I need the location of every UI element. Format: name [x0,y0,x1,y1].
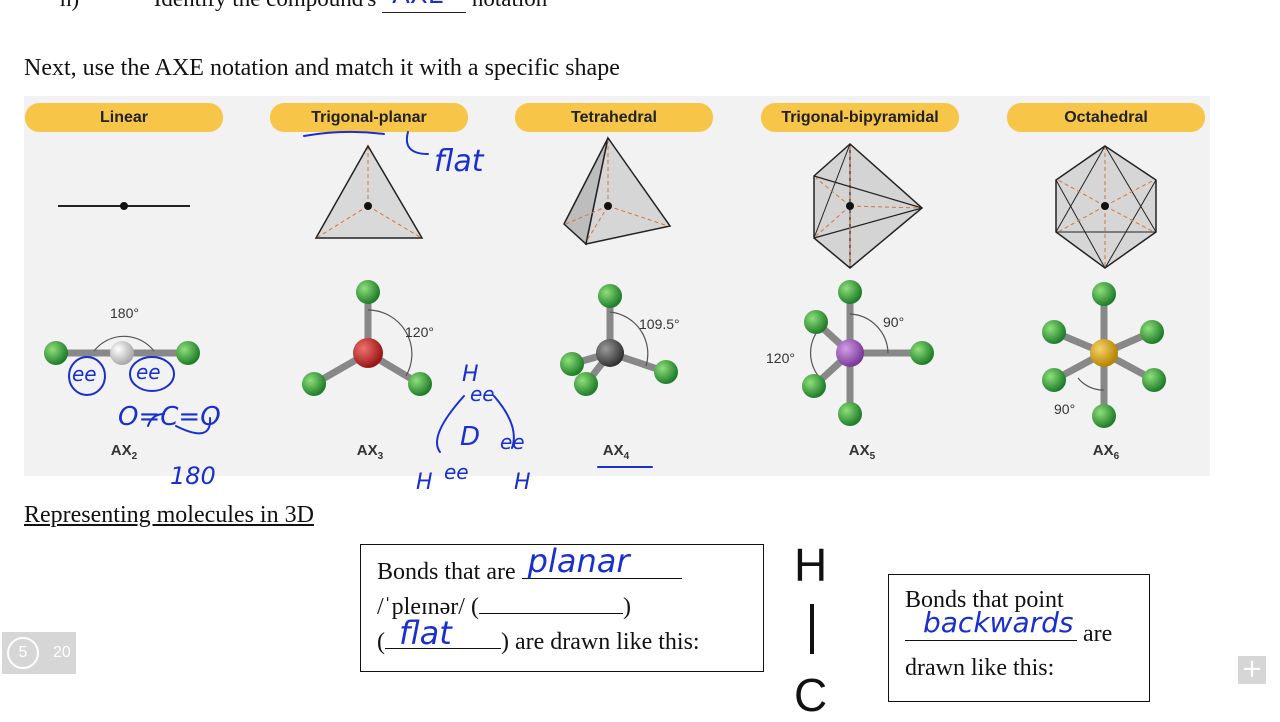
current-slide: 5 [7,637,39,669]
intro-text: Next, use the AXE notation and match it … [24,55,620,81]
octahedral-geometry [1055,145,1157,269]
axe-label-tbp: AX5 [848,442,876,462]
box1-blank1: planar [521,544,682,579]
section-title: Representing molecules in 3D [24,502,314,528]
label-tetrahedral: Tetrahedral [515,103,713,132]
planar-bonds-box: Bonds that are planar /ˈpleɪnər/ () (fla… [360,544,764,672]
answer-blank: AXE [382,0,467,13]
box2-line1: Bonds that point [905,587,1064,613]
handwritten-h-top: H [462,362,479,387]
question-line: h) Identify the compound's AXE notation [60,0,547,13]
question-number: h) [60,0,148,12]
handwritten-backwards: backwards [923,606,1074,639]
box1-phonetic: /ˈpleɪnər/ ( [377,594,479,620]
handwritten-planar: planar [527,542,630,580]
handwritten-180: 180 [170,462,216,490]
label-linear: Linear [25,103,223,132]
axe-label-tetrahedral: AX4 [602,442,630,462]
handwritten-d: D [460,422,481,452]
handwritten-ee-bottom: ee [444,460,469,484]
box1-blank2 [478,591,623,614]
handwritten-ee-left: ee [72,362,97,386]
angle-120: 120° [405,324,434,340]
axe-label-trigonal: AX3 [356,442,384,462]
handwritten-flat: flat [434,144,484,179]
angle-120-tbp: 120° [766,350,795,366]
angle-90-tbp: 90° [883,314,905,330]
box2-line3: drawn like this: [905,655,1055,681]
label-trigonal-bipyramidal: Trigonal-bipyramidal [761,103,959,132]
axe-label-octahedral: AX6 [1092,442,1120,462]
tetrahedral-geometry [563,136,672,246]
handwritten-ee-top: ee [470,382,495,406]
total-slides: 20 [53,644,71,661]
label-trigonal-planar: Trigonal-planar [270,103,468,132]
shapes-drawing [44,130,1166,468]
angle-180: 180° [110,305,139,321]
structure-h: H [794,539,828,591]
zoom-in-icon[interactable]: + [1238,656,1266,684]
structure-bond [810,604,814,654]
handwritten-flat-2: flat [399,614,452,652]
handwritten-h-right: H [514,470,531,495]
handwritten-marks [68,130,653,468]
question-text-end: notation [472,0,547,11]
handwritten-ee-right2: ee [500,430,525,454]
vsepr-figure: Linear Trigonal-planar Tetrahedral Trigo… [24,96,1210,495]
trigonal-planar-geometry [314,144,424,239]
box1-blank3: flat [385,616,501,651]
axe-label-linear: AX2 [110,442,138,462]
box1-line3: ) are drawn like this: [501,629,700,655]
handwritten-co2: O=C=O [118,402,221,432]
box2-blank: backwards [905,606,1077,641]
question-text: Identify the compound's [154,0,377,11]
angle-109-5: 109.5° [639,316,680,332]
handwritten-h-left: H [416,470,433,495]
box1-line1: Bonds that are [377,559,516,585]
label-octahedral: Octahedral [1007,103,1205,132]
atoms [44,280,1166,428]
structure-c: C [794,669,828,721]
slide-counter[interactable]: 5 20 [2,632,76,674]
backward-bonds-box: Bonds that point backwards are drawn lik… [888,574,1150,702]
trigonal-bipyramidal-geometry [813,142,924,269]
handwritten-answer: AXE [392,0,444,10]
linear-geometry [58,202,190,210]
angle-90-oct: 90° [1054,401,1076,417]
handwritten-ee-right: ee [136,360,161,384]
